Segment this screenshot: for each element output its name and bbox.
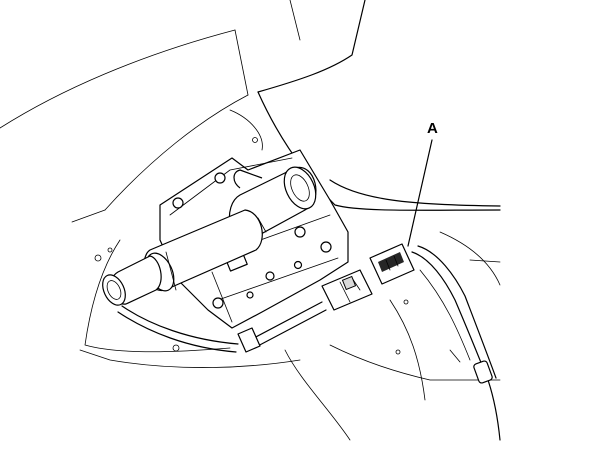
body-panel-lines	[0, 0, 501, 441]
cylinder-assembly	[102, 166, 317, 306]
lower-harness	[117, 301, 327, 353]
harness-connector	[321, 269, 373, 311]
callout-a-label: A	[427, 120, 438, 137]
connector-a	[369, 243, 501, 441]
callout-a: A	[407, 120, 438, 247]
callout-a-leader-line	[407, 139, 433, 247]
